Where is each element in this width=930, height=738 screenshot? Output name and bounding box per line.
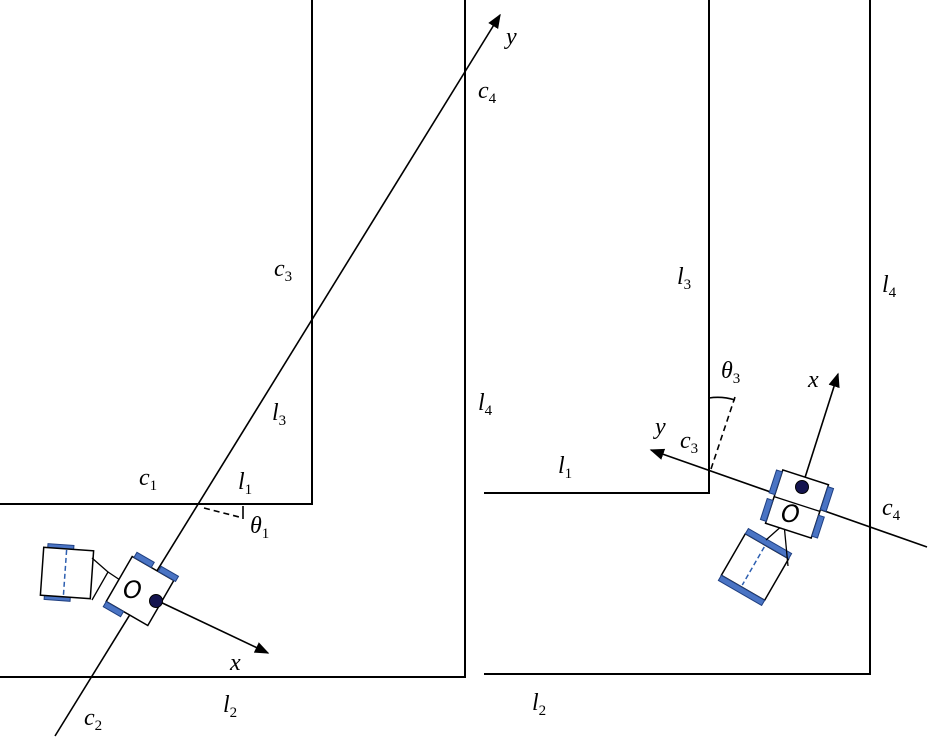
left-robot-center (149, 594, 163, 608)
left-c2-label: c2 (84, 705, 102, 734)
left-inner-wall (0, 0, 313, 505)
right-robot-trailer (717, 527, 793, 607)
right-l2-label: l2 (532, 690, 546, 719)
left-robot: O (39, 543, 180, 627)
right-l3-label: l3 (677, 264, 691, 293)
right-c3-label: c3 (680, 428, 698, 457)
left-l2-label: l2 (223, 692, 237, 721)
right-inner-wall (484, 0, 710, 494)
left-panel: O y x c4 c3 l3 l4 c1 l1 θ1 l2 c2 (0, 0, 517, 737)
right-robot-body (759, 469, 835, 539)
left-l4-label: l4 (478, 390, 493, 419)
right-x-label: x (807, 367, 819, 393)
right-y-label: y (653, 414, 666, 440)
right-l1-label: l1 (558, 453, 572, 482)
left-y-axis-line (54, 13, 501, 737)
left-robot-tow-link (91, 557, 109, 601)
left-x-axis-line (155, 599, 270, 654)
right-robot-center (795, 480, 809, 494)
left-l1-label: l1 (238, 469, 252, 498)
right-l4-label: l4 (882, 272, 897, 301)
left-theta-dashed-line (203, 507, 244, 519)
right-panel: O y x l3 l4 θ3 c3 l1 c4 l2 (484, 0, 928, 719)
right-origin-label: O (781, 500, 800, 528)
left-x-label: x (229, 650, 241, 676)
left-c3-label: c3 (274, 256, 292, 285)
left-c1-label: c1 (139, 465, 157, 494)
left-outer-wall (0, 0, 466, 678)
left-theta-label: θ1 (250, 513, 269, 542)
right-theta-label: θ3 (721, 358, 740, 387)
right-x-axis-line (801, 372, 840, 488)
left-l3-label: l3 (272, 400, 286, 429)
right-theta-dashed-line (710, 396, 736, 470)
right-robot: O (717, 469, 835, 607)
left-y-label: y (504, 24, 517, 50)
right-theta-arc (708, 396, 736, 401)
right-c4-label: c4 (882, 495, 901, 524)
left-c4-label: c4 (478, 78, 497, 107)
right-outer-wall (484, 0, 871, 675)
left-origin-label: O (123, 576, 142, 604)
left-robot-trailer (39, 543, 95, 602)
